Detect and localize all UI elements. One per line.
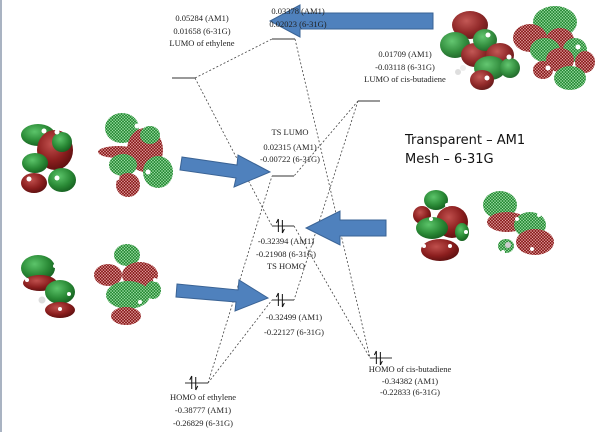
electron-pair-ts-lower [275,292,285,308]
ethylene-homo-am1: -0.38777 (AM1) [174,405,232,415]
ts-homo-name: TS HOMO [266,261,306,271]
electron-pair-butadiene-homo [373,350,383,366]
ts-lumo-orbitals [19,113,173,197]
orbital-transparent [19,124,81,193]
arrow-to-ts-top [268,4,434,38]
ethylene-lumo-name: LUMO of ethylene [169,38,235,48]
ethylene-lumo-631g: 0.01658 (6-31G) [173,25,231,36]
ts-top-am1: 0.03378 (AM1) [271,6,325,16]
ts-top-631g: 0.02023 (6-31G) [269,18,327,29]
butadiene-homo-name: HOMO of cis-butadiene [368,364,452,374]
butadiene-lumo-label: 0.01709 (AM1) -0.03118 (6-31G) LUMO of c… [355,48,455,86]
correlation-line-ethylene-homo-to-ts-lower [207,299,273,384]
arrow-to-ts-lumo [179,154,272,188]
ts-homo-orbitals [413,190,554,261]
ts-top-label: 0.03378 (AM1) 0.02023 (6-31G) [248,5,348,30]
ethylene-homo-label: HOMO of ethylene -0.38777 (AM1) -0.26829… [153,391,253,430]
correlation-line-ts-homo-to-butadiene-homo [293,225,371,359]
orbital-mesh [94,244,161,325]
butadiene-homo-631g: -0.22833 (6-31G) [380,387,440,397]
butadiene-lumo-am1: 0.01709 (AM1) [378,49,432,59]
correlation-line-ethylene-homo-to-ts-lumo [207,175,273,384]
ts-lower-label: -0.32499 (AM1) -0.22127 (6-31G) [254,310,334,340]
legend-transparent: Transparent – AM1 [405,133,526,148]
left-border [0,0,2,432]
ethylene-lumo-am1: 0.05284 (AM1) [175,13,229,23]
orbital-transparent [413,190,469,261]
orbital-mesh [513,6,595,90]
ethylene-homo-name: HOMO of ethylene [169,392,237,402]
butadiene-homo-am1: -0.34382 (AM1) [381,375,439,386]
ethylene-lumo-label: 0.05284 (AM1) 0.01658 (6-31G) LUMO of et… [152,12,252,50]
ts-homo-label: -0.32394 (AM1) -0.21908 (6-31G) TS HOMO [246,235,326,273]
ts-lumo-am1: 0.02315 (AM1) [263,141,317,152]
electron-pair-ts-homo [275,218,285,234]
orbital-transparent [21,255,75,318]
butadiene-homo-label: HOMO of cis-butadiene -0.34382 (AM1) -0.… [355,364,465,399]
ts-lumo-name: TS LUMO [271,127,309,137]
ts-top-orbitals [440,6,595,90]
correlation-line-butadiene-lumo-to-ts-lower [293,100,359,301]
ethylene-homo-631g: -0.26829 (6-31G) [173,418,233,428]
arrow-to-ts-lower [175,279,270,312]
legend-mesh: Mesh – 6-31G [405,152,494,167]
ts-lower-631g: -0.22127 (6-31G) [264,327,324,337]
ts-lower-orbitals [21,244,161,325]
legend: Transparent – AM1 Mesh – 6-31G [405,131,525,169]
orbital-mesh [483,191,554,255]
butadiene-lumo-name: LUMO of cis-butadiene [364,74,446,84]
ts-lumo-631g: -0.00722 (6-31G) [260,154,320,164]
arrow-to-ts-homo [304,210,387,246]
ts-lumo-label: TS LUMO 0.02315 (AM1) -0.00722 (6-31G) [250,126,330,166]
ts-homo-am1: -0.32394 (AM1) [257,236,315,246]
correlation-line-butadiene-lumo-to-ts-lumo [293,100,359,177]
butadiene-lumo-631g: -0.03118 (6-31G) [375,61,435,72]
orbital-transparent [440,11,520,90]
ts-homo-631g: -0.21908 (6-31G) [256,248,316,259]
orbital-mesh [98,113,173,197]
correlation-line-ts-top-to-butadiene-homo [294,38,371,359]
ts-lower-am1: -0.32499 (AM1) [265,312,323,322]
electron-pair-ethylene-homo [189,375,199,391]
